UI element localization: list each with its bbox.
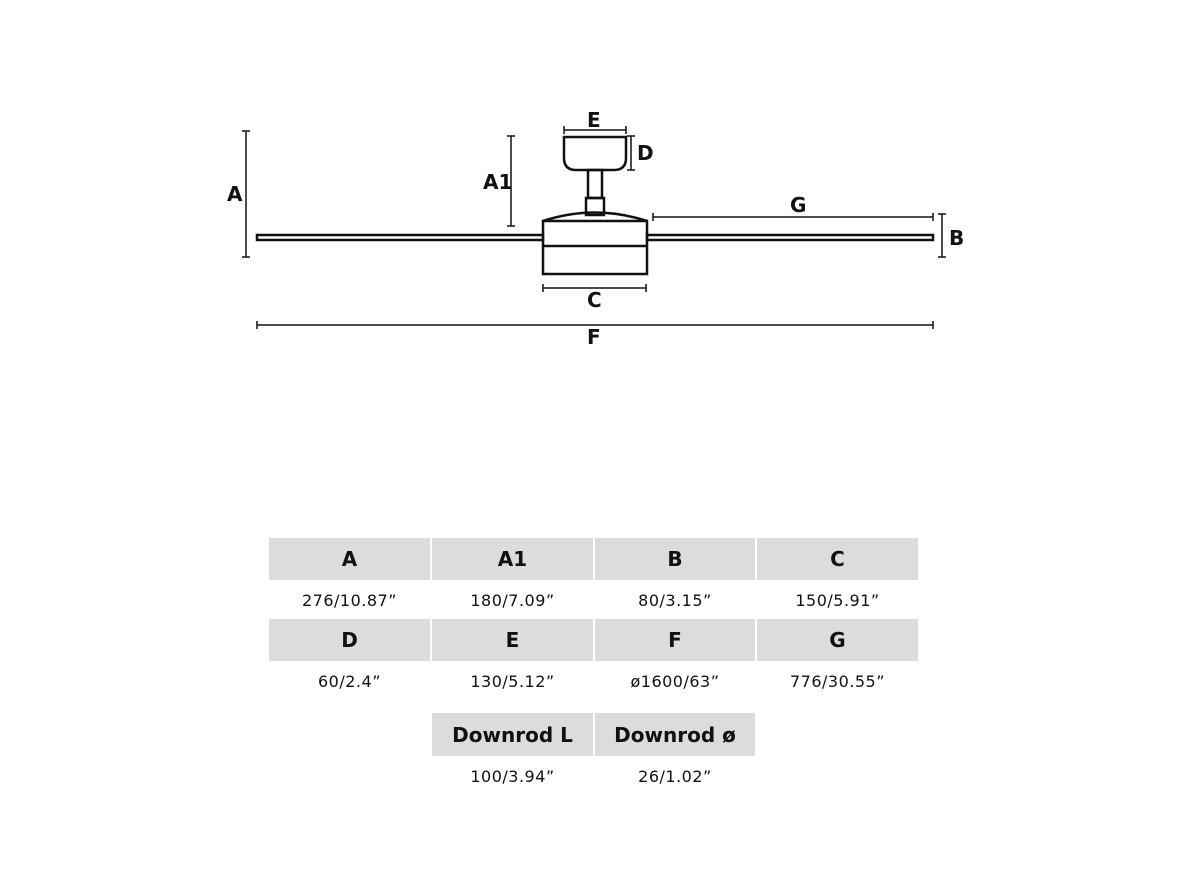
fan-motor-housing bbox=[541, 219, 649, 276]
label-c: C bbox=[587, 288, 602, 312]
header-e: E bbox=[432, 619, 593, 661]
header-a1: A1 bbox=[432, 538, 593, 580]
label-d: D bbox=[637, 141, 654, 165]
header-g: G bbox=[757, 619, 918, 661]
value-c: 150/5.91” bbox=[795, 590, 880, 610]
label-a: A bbox=[227, 182, 243, 206]
header-downrod-length: Downrod L bbox=[432, 713, 593, 756]
fan-dimension-diagram: A A1 E D G B C F bbox=[227, 108, 964, 349]
fan-downrod bbox=[586, 168, 604, 200]
header-b: B bbox=[595, 538, 755, 580]
header-f: F bbox=[595, 619, 755, 661]
fan-blade-left bbox=[255, 233, 545, 242]
value-downrod-length: 100/3.94” bbox=[470, 766, 555, 786]
dimension-a1-line bbox=[507, 135, 515, 227]
fan-canopy bbox=[562, 135, 628, 172]
header-d: D bbox=[269, 619, 430, 661]
header-c: C bbox=[757, 538, 918, 580]
label-f: F bbox=[587, 325, 601, 349]
fan-coupler bbox=[584, 196, 606, 217]
label-e: E bbox=[587, 108, 601, 132]
dimension-f-line bbox=[256, 321, 934, 329]
dimension-b-line bbox=[938, 213, 946, 258]
value-f: ø1600/63” bbox=[630, 671, 720, 691]
label-b: B bbox=[949, 226, 964, 250]
fan-blade-right bbox=[645, 233, 935, 242]
dimension-g-line bbox=[652, 213, 934, 221]
header-downrod-diameter: Downrod ø bbox=[595, 713, 755, 756]
value-downrod-diameter: 26/1.02” bbox=[638, 766, 712, 786]
label-a1: A1 bbox=[483, 170, 512, 194]
fan-motor-dome bbox=[542, 211, 648, 223]
dimension-d-line bbox=[627, 135, 635, 171]
value-e: 130/5.12” bbox=[470, 671, 555, 691]
dimension-a-line bbox=[242, 130, 250, 258]
value-d: 60/2.4” bbox=[318, 671, 381, 691]
value-g: 776/30.55” bbox=[789, 671, 886, 691]
value-a: 276/10.87” bbox=[301, 590, 398, 610]
dimension-c-line bbox=[542, 284, 647, 292]
value-b: 80/3.15” bbox=[638, 590, 712, 610]
value-a1: 180/7.09” bbox=[470, 590, 555, 610]
header-a: A bbox=[269, 538, 430, 580]
dimension-e-line bbox=[563, 126, 627, 134]
label-g: G bbox=[790, 193, 806, 217]
